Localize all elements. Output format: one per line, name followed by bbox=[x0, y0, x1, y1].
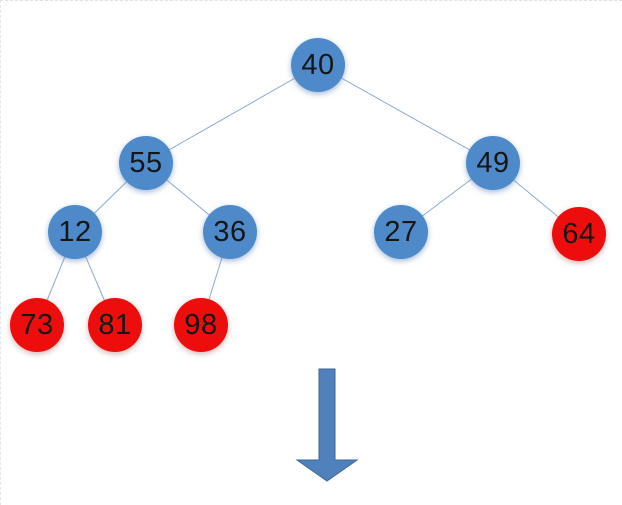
down-arrow-icon bbox=[295, 368, 359, 482]
tree-node-64: 64 bbox=[552, 207, 606, 261]
tree-node-40: 40 bbox=[291, 38, 345, 92]
tree-node-12: 12 bbox=[48, 205, 102, 259]
tree-node-27: 27 bbox=[374, 205, 428, 259]
tree-node-55: 55 bbox=[119, 136, 173, 190]
tree-node-36: 36 bbox=[203, 205, 257, 259]
tree-edge-40-55 bbox=[145, 64, 319, 164]
tree-node-73: 73 bbox=[10, 298, 64, 352]
tree-node-98: 98 bbox=[174, 298, 228, 352]
tree-node-49: 49 bbox=[466, 136, 520, 190]
tree-edges bbox=[36, 64, 580, 326]
tree-node-81: 81 bbox=[88, 298, 142, 352]
tree-edge-40-49 bbox=[317, 64, 494, 164]
